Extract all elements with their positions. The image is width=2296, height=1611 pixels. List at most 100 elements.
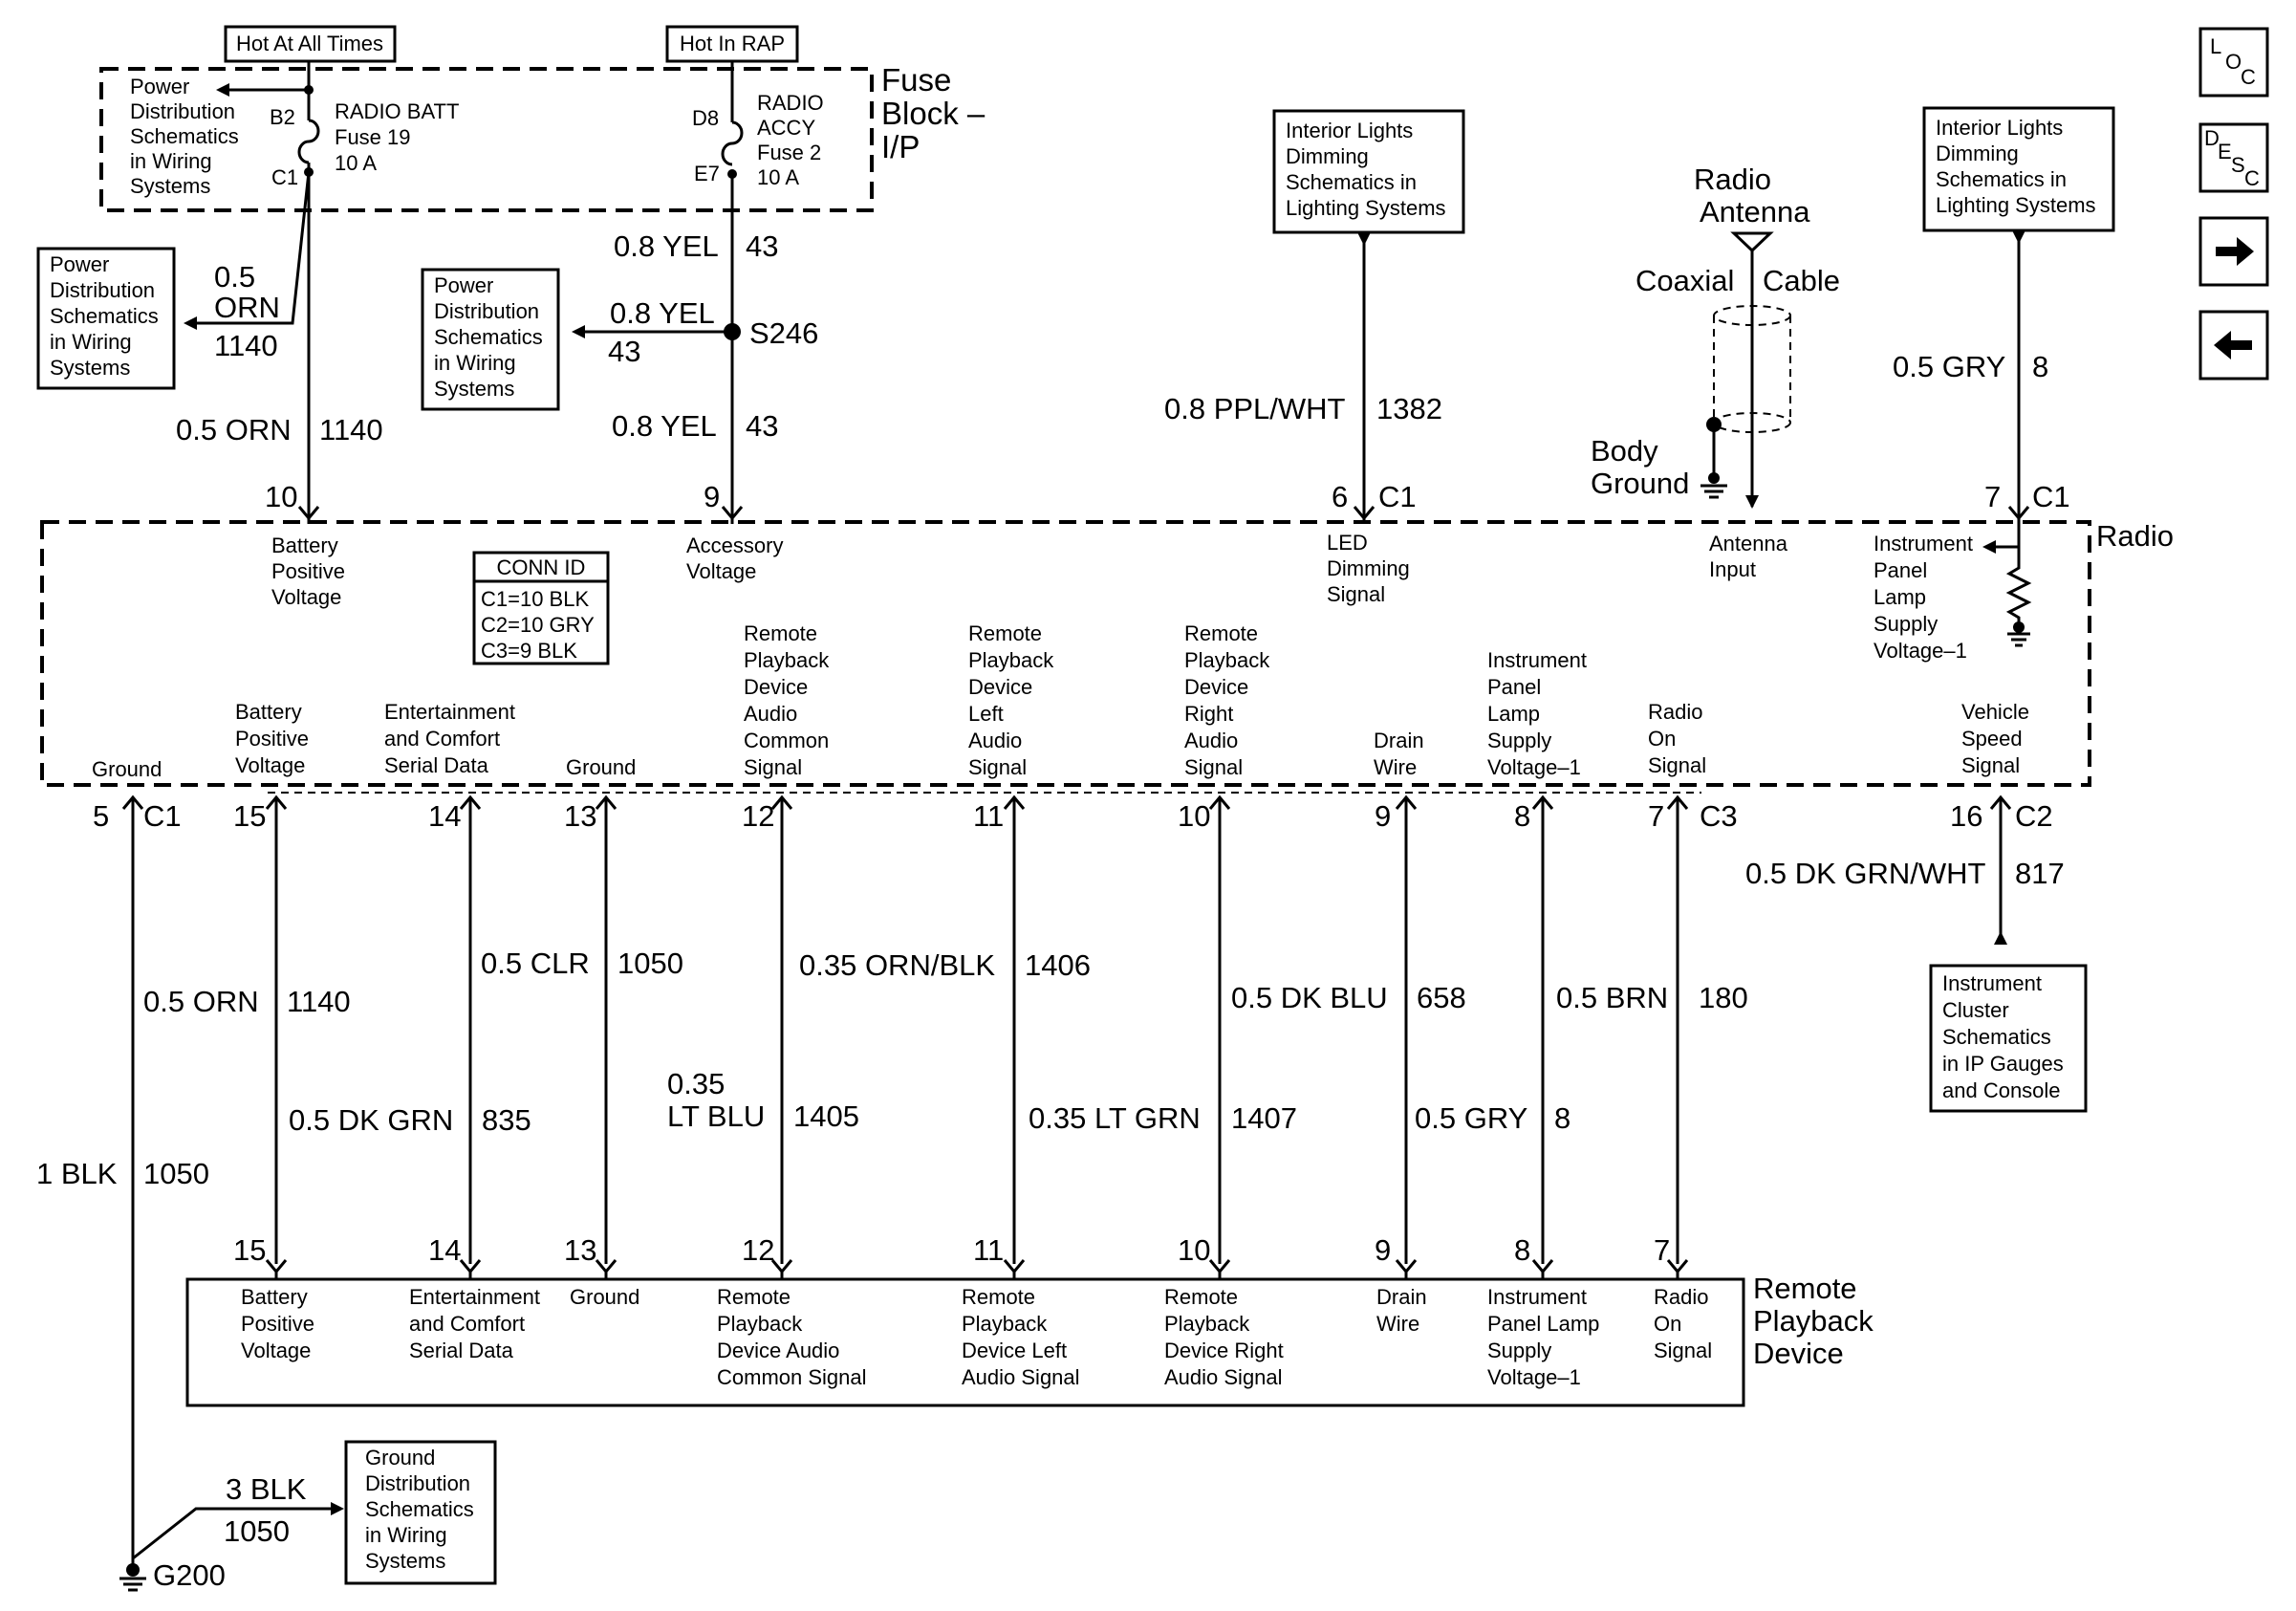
svg-text:Entertainment: Entertainment <box>384 700 515 724</box>
svg-text:Audio: Audio <box>968 729 1022 752</box>
radio-bottom-labels: Ground Battery Positive Voltage Entertai… <box>92 621 2029 781</box>
g200-ground-icon <box>119 1563 146 1592</box>
next-page-button[interactable] <box>2199 216 2269 287</box>
svg-text:Schematics: Schematics <box>1942 1025 2051 1049</box>
interior-lights-box-1: Interior Lights Dimming Schematics in Li… <box>1272 109 1465 234</box>
svg-text:Systems: Systems <box>365 1549 445 1573</box>
svg-text:Wire: Wire <box>1374 755 1417 779</box>
svg-text:Ground: Ground <box>365 1446 435 1469</box>
svg-text:Signal: Signal <box>744 755 802 779</box>
svg-text:Schematics: Schematics <box>365 1497 474 1521</box>
svg-text:7: 7 <box>1648 799 1664 833</box>
hot-in-rap-box: Hot In RAP <box>665 25 799 63</box>
svg-text:Fuse: Fuse <box>881 62 951 98</box>
svg-text:C1: C1 <box>143 799 182 833</box>
svg-text:S: S <box>2231 153 2245 177</box>
coax-shield <box>1713 305 1791 433</box>
radio-label: Radio <box>2096 519 2174 553</box>
svg-text:C3: C3 <box>1700 799 1738 833</box>
wire-orn-1140-branch <box>196 171 311 325</box>
svg-text:I/P: I/P <box>881 129 920 164</box>
svg-text:Dimming: Dimming <box>1286 144 1369 168</box>
svg-text:9: 9 <box>704 480 720 513</box>
svg-text:817: 817 <box>2015 857 2065 890</box>
svg-text:1407: 1407 <box>1231 1101 1297 1135</box>
svg-text:Drain: Drain <box>1374 729 1424 752</box>
remote-device-outline <box>185 1277 1745 1407</box>
svg-text:0.5 BRN: 0.5 BRN <box>1556 981 1668 1014</box>
antenna-title: Radio Antenna <box>1694 163 1810 229</box>
svg-text:Device: Device <box>968 675 1032 699</box>
svg-text:Schematics in: Schematics in <box>1286 170 1417 194</box>
svg-text:LED: LED <box>1327 531 1368 555</box>
desc-button[interactable]: D E S C <box>2199 122 2269 193</box>
svg-text:14: 14 <box>428 1233 461 1267</box>
svg-text:Remote: Remote <box>744 621 817 645</box>
svg-text:7: 7 <box>1984 480 2001 513</box>
svg-text:Supply: Supply <box>1487 729 1551 752</box>
svg-text:Playback: Playback <box>968 648 1054 672</box>
svg-text:Signal: Signal <box>1648 753 1706 777</box>
svg-text:Schematics: Schematics <box>130 124 239 148</box>
wire-label-orn-1140-a: 0.5 ORN 1140 <box>214 260 280 362</box>
svg-text:Common Signal: Common Signal <box>717 1365 867 1389</box>
svg-text:C3=9 BLK: C3=9 BLK <box>481 639 577 663</box>
svg-text:0.35: 0.35 <box>667 1067 725 1100</box>
svg-text:Playback: Playback <box>962 1312 1048 1336</box>
arrow-left-icon <box>2214 331 2252 359</box>
svg-text:Serial Data: Serial Data <box>384 753 489 777</box>
svg-text:Device: Device <box>744 675 808 699</box>
svg-text:Battery: Battery <box>241 1285 308 1309</box>
svg-text:Schematics: Schematics <box>434 325 543 349</box>
fuse2-label: RADIO ACCY Fuse 2 10 A <box>757 91 824 189</box>
wire-yel-1-circuit: 43 <box>746 229 778 263</box>
svg-text:Signal: Signal <box>1327 582 1385 606</box>
svg-text:0.5 ORN: 0.5 ORN <box>143 985 259 1018</box>
svg-text:11: 11 <box>973 1233 1004 1267</box>
svg-text:On: On <box>1648 727 1676 751</box>
svg-text:and Comfort: and Comfort <box>384 727 500 751</box>
svg-text:Instrument: Instrument <box>1874 532 1973 555</box>
fuse19-label: RADIO BATT Fuse 19 10 A <box>335 99 459 175</box>
loc-button[interactable]: L O C <box>2199 27 2269 98</box>
svg-text:Interior Lights: Interior Lights <box>1286 119 1413 142</box>
svg-text:Entertainment: Entertainment <box>409 1285 540 1309</box>
svg-text:Radio: Radio <box>1654 1285 1708 1309</box>
ground-wire-circuit: 1050 <box>224 1514 290 1548</box>
svg-text:Playback: Playback <box>1753 1304 1874 1338</box>
svg-text:Schematics: Schematics <box>50 304 159 328</box>
svg-text:1406: 1406 <box>1025 948 1091 982</box>
svg-text:Cluster: Cluster <box>1942 998 2009 1022</box>
wire-gry-top-color: 0.5 GRY <box>1893 350 2005 383</box>
svg-text:On: On <box>1654 1312 1681 1336</box>
svg-text:835: 835 <box>482 1103 531 1137</box>
svg-text:RADIO BATT: RADIO BATT <box>335 99 459 123</box>
svg-text:Lighting Systems: Lighting Systems <box>1286 196 1446 220</box>
ground-dist-box: Ground Distribution Schematics in Wiring… <box>344 1440 497 1585</box>
svg-text:10: 10 <box>1178 799 1210 833</box>
svg-text:C: C <box>2244 166 2260 190</box>
svg-text:C1: C1 <box>1378 480 1417 513</box>
svg-text:Accessory: Accessory <box>686 533 783 557</box>
svg-text:1050: 1050 <box>143 1157 209 1190</box>
prev-page-button[interactable] <box>2199 310 2269 381</box>
svg-text:Distribution: Distribution <box>130 99 235 123</box>
ground-wire-color: 3 BLK <box>226 1472 307 1506</box>
fuse19-symbol <box>297 119 320 164</box>
svg-text:Serial Data: Serial Data <box>409 1339 514 1362</box>
svg-text:Remote: Remote <box>968 621 1042 645</box>
hot-at-all-times-label: Hot At All Times <box>236 32 383 55</box>
svg-text:Remote: Remote <box>717 1285 791 1309</box>
svg-text:Device: Device <box>1753 1337 1844 1370</box>
svg-text:Right: Right <box>1184 702 1233 726</box>
svg-text:658: 658 <box>1417 981 1466 1014</box>
svg-text:14: 14 <box>428 799 461 833</box>
svg-text:16: 16 <box>1950 799 1982 833</box>
svg-text:Lamp: Lamp <box>1487 702 1540 726</box>
svg-text:Antenna: Antenna <box>1709 532 1788 555</box>
fuse19-pin-b2: B2 <box>270 105 295 129</box>
svg-text:Vehicle: Vehicle <box>1961 700 2029 724</box>
svg-text:Playback: Playback <box>744 648 830 672</box>
svg-text:Remote: Remote <box>1753 1272 1857 1305</box>
svg-text:O: O <box>2225 50 2242 74</box>
